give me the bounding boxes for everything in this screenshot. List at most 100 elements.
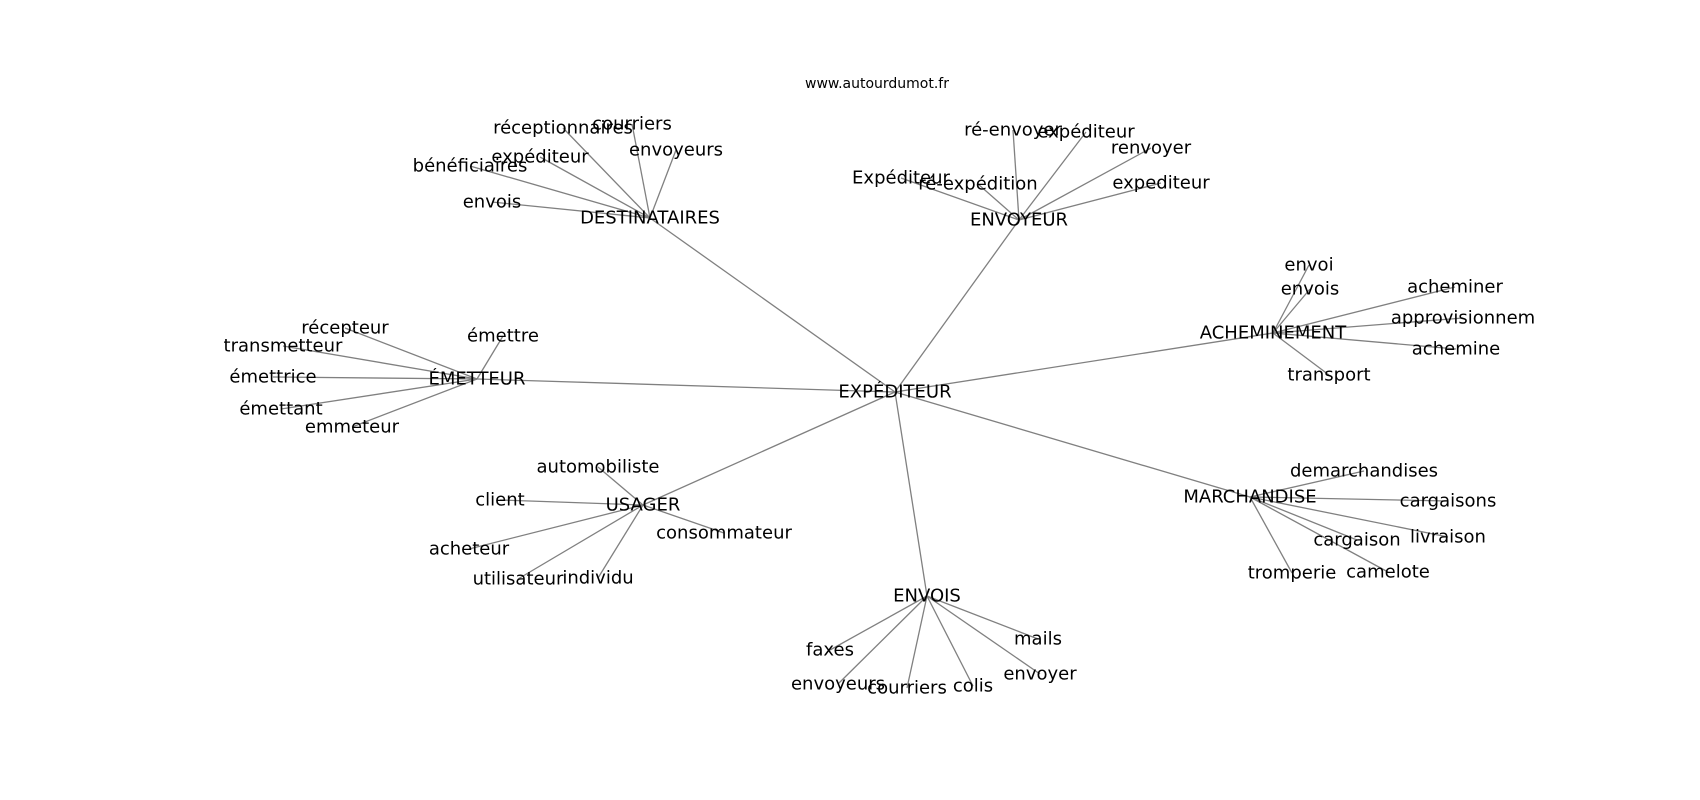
leaf-acheminement-5[interactable]: transport — [1287, 365, 1370, 386]
leaf-envois-0[interactable]: mails — [1014, 629, 1062, 650]
edge-destinataires-leaf-2 — [539, 156, 651, 219]
leaf-envois-1[interactable]: faxes — [806, 640, 854, 661]
node-acheminement[interactable]: ACHEMINEMENT — [1200, 323, 1348, 344]
leaf-acheminement-2[interactable]: acheminer — [1407, 277, 1503, 298]
leaf-emetteur-4[interactable]: émettant — [239, 399, 322, 420]
edge-marchandise-leaf-1 — [1249, 496, 1449, 502]
edge-envoyeur-leaf-4 — [977, 183, 1020, 221]
leaf-usager-2[interactable]: consommateur — [656, 523, 792, 544]
edge-usager-leaf-0 — [597, 466, 644, 506]
leaf-emetteur-1[interactable]: émettre — [467, 326, 539, 347]
edge-destinataires-leaf-0 — [562, 127, 651, 219]
leaf-destinataires-2[interactable]: expéditeur — [491, 147, 589, 168]
edge-destinataires-leaf-4 — [469, 165, 651, 219]
node-center[interactable]: EXPÉDITEUR — [838, 381, 951, 403]
edge-emetteur-leaf-4 — [280, 378, 478, 410]
edge-destinataires-leaf-3 — [649, 149, 677, 219]
leaf-envoyeur-0[interactable]: ré-envoyer — [964, 120, 1062, 141]
edge-center-acheminement — [894, 332, 1274, 393]
leaf-usager-0[interactable]: automobiliste — [537, 457, 660, 478]
leaf-marchandise-5[interactable]: camelote — [1346, 562, 1430, 583]
edge-destinataires-leaf-1 — [631, 123, 651, 219]
leaf-marchandise-4[interactable]: tromperie — [1248, 563, 1337, 584]
edge-center-envois — [894, 391, 928, 597]
edge-emetteur-leaf-3 — [272, 376, 478, 380]
leaf-emetteur-0[interactable]: récepteur — [301, 318, 389, 339]
leaf-marchandise-2[interactable]: cargaison — [1313, 530, 1400, 551]
leaf-usager-1[interactable]: client — [475, 490, 524, 511]
node-destinataires[interactable]: DESTINATAIRES — [580, 208, 720, 229]
edge-emetteur-leaf-5 — [351, 378, 478, 428]
node-envoyeur[interactable]: ENVOYEUR — [970, 210, 1068, 231]
leaf-acheminement-0[interactable]: envoi — [1284, 255, 1333, 276]
node-emetteur[interactable]: ÉMETTEUR — [428, 368, 525, 390]
edge-center-usager — [642, 391, 896, 506]
node-envois[interactable]: ENVOIS — [893, 586, 961, 607]
edge-center-destinataires — [649, 217, 896, 393]
edge-destinataires-leaf-5 — [491, 201, 651, 219]
edge-envois-leaf-0 — [926, 595, 1039, 640]
graph-edges — [272, 123, 1464, 689]
leaf-envoyeur-5[interactable]: expediteur — [1112, 173, 1210, 194]
leaf-marchandise-3[interactable]: livraison — [1410, 527, 1486, 548]
edge-marchandise-leaf-4 — [1249, 496, 1293, 574]
leaf-envois-3[interactable]: envoyeurs — [791, 674, 885, 695]
edge-envois-leaf-3 — [837, 595, 928, 685]
edge-acheminement-leaf-5 — [1272, 332, 1330, 376]
edge-center-envoyeur — [894, 219, 1020, 393]
edge-envoyeur-leaf-5 — [1018, 182, 1162, 221]
edge-usager-leaf-2 — [642, 504, 725, 534]
edge-usager-leaf-1 — [499, 499, 644, 506]
leaf-envois-5[interactable]: colis — [953, 676, 993, 697]
graph-labels: EXPÉDITEURDESTINATAIRESréceptionnairesco… — [224, 114, 1536, 699]
leaf-envoyeur-3[interactable]: Expéditeur — [852, 168, 950, 189]
edge-center-emetteur — [476, 378, 896, 393]
leaf-marchandise-1[interactable]: cargaisons — [1400, 491, 1497, 512]
leaf-envois-4[interactable]: courriers — [867, 678, 947, 699]
edge-marchandise-leaf-5 — [1249, 496, 1389, 573]
edge-acheminement-leaf-2 — [1272, 286, 1456, 334]
leaf-envois-2[interactable]: envoyer — [1003, 664, 1077, 685]
edge-envois-leaf-2 — [926, 595, 1041, 675]
leaf-destinataires-0[interactable]: réceptionnaires — [493, 118, 633, 139]
node-usager[interactable]: USAGER — [606, 495, 681, 516]
edge-center-marchandise — [894, 391, 1251, 498]
edge-emetteur-leaf-2 — [282, 345, 478, 380]
edge-envois-leaf-1 — [829, 595, 928, 651]
leaf-usager-5[interactable]: individu — [562, 568, 633, 589]
edge-envoyeur-leaf-1 — [1018, 131, 1087, 221]
leaf-emetteur-2[interactable]: transmetteur — [224, 336, 343, 357]
edge-marchandise-leaf-2 — [1249, 496, 1358, 541]
edge-marchandise-leaf-3 — [1249, 496, 1449, 538]
leaf-usager-3[interactable]: acheteur — [429, 539, 510, 560]
edge-envoyeur-leaf-2 — [1018, 147, 1152, 221]
node-marchandise[interactable]: MARCHANDISE — [1183, 487, 1316, 508]
edge-envoyeur-leaf-0 — [1012, 129, 1020, 221]
leaf-acheminement-4[interactable]: achemine — [1412, 339, 1500, 360]
edge-acheminement-leaf-3 — [1272, 317, 1464, 334]
leaf-destinataires-5[interactable]: envois — [463, 192, 522, 213]
source-watermark: www.autourdumot.fr — [805, 76, 949, 92]
edge-emetteur-leaf-1 — [476, 335, 504, 380]
leaf-emetteur-5[interactable]: emmeteur — [305, 417, 400, 438]
leaf-destinataires-3[interactable]: envoyeurs — [629, 140, 723, 161]
leaf-acheminement-1[interactable]: envois — [1281, 279, 1340, 300]
edge-envoyeur-leaf-3 — [900, 177, 1020, 221]
edge-usager-leaf-4 — [517, 504, 644, 580]
edge-usager-leaf-3 — [468, 504, 644, 550]
leaf-destinataires-1[interactable]: courriers — [592, 114, 672, 135]
leaf-envoyeur-1[interactable]: expéditeur — [1037, 122, 1135, 143]
leaf-marchandise-0[interactable]: demarchandises — [1290, 461, 1438, 482]
leaf-envoyeur-2[interactable]: renvoyer — [1111, 138, 1192, 159]
leaf-usager-4[interactable]: utilisateur — [473, 569, 564, 590]
leaf-destinataires-4[interactable]: bénéficiaires — [413, 156, 528, 177]
leaf-envoyeur-4[interactable]: ré-expédition — [918, 174, 1037, 195]
edge-acheminement-leaf-1 — [1272, 288, 1311, 334]
leaf-acheminement-3[interactable]: approvisionnem — [1391, 308, 1535, 329]
edge-marchandise-leaf-0 — [1249, 470, 1365, 498]
edge-envois-leaf-5 — [926, 595, 974, 687]
leaf-emetteur-3[interactable]: émettrice — [229, 367, 316, 388]
edge-usager-leaf-5 — [597, 504, 644, 579]
edge-emetteur-leaf-0 — [344, 327, 478, 380]
